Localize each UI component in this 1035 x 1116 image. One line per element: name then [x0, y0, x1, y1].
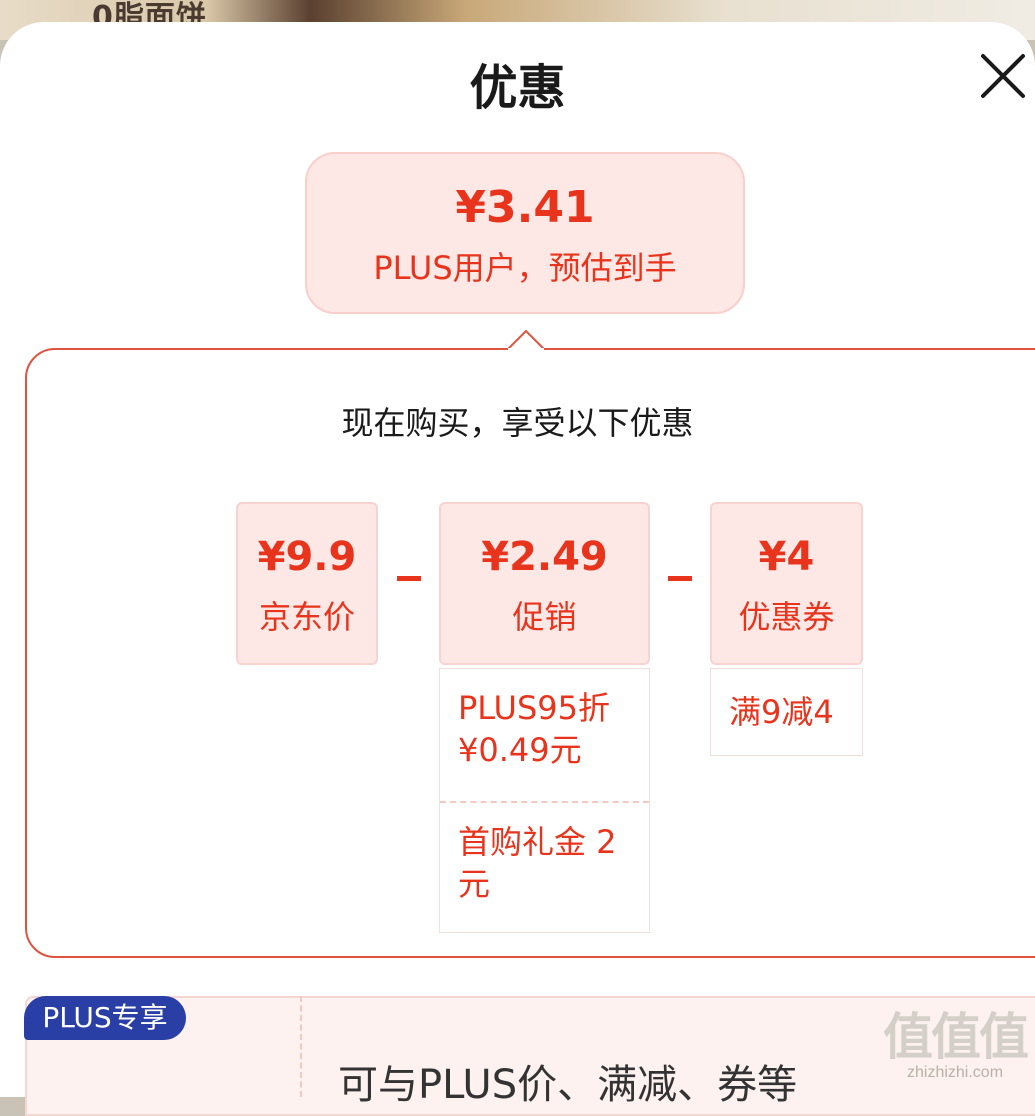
- coupon-amount: ¥4: [758, 534, 815, 580]
- promotion-label: 促销: [512, 598, 577, 636]
- promotion-amount: ¥2.49: [481, 534, 608, 580]
- plus-exclusive-text: 可与PLUS价、满减、券等: [338, 1062, 798, 1108]
- promotion-details: PLUS95折 ¥0.49元 首购礼金 2元: [439, 668, 650, 933]
- detail-divider: [440, 801, 649, 803]
- coupon-detail-item: 满9减4: [729, 693, 834, 731]
- promotion-cell: ¥2.49 促销: [439, 502, 650, 665]
- coupon-label: 优惠券: [738, 598, 835, 636]
- jd-price-label: 京东价: [258, 598, 355, 636]
- watermark-glyphs: 值值值: [883, 1008, 1029, 1066]
- estimated-price: ¥3.41: [455, 182, 595, 233]
- panel-title: 现在购买，享受以下优惠: [341, 404, 694, 442]
- promotion-detail-item: 首购礼金 2元: [458, 823, 617, 903]
- panel-pointer: [508, 329, 544, 350]
- plus-exclusive-section: [25, 996, 1035, 1116]
- plus-exclusive-badge: PLUS专享: [24, 996, 186, 1040]
- close-button[interactable]: [977, 50, 1029, 102]
- estimated-price-label: PLUS用户，预估到手: [373, 249, 677, 287]
- jd-price-cell: ¥9.9 京东价: [236, 502, 378, 665]
- plus-section-divider: [300, 996, 302, 1097]
- site-watermark: 值值值 zhizhizhi.com: [883, 1008, 1029, 1082]
- coupon-details: 满9减4: [710, 668, 863, 756]
- minus-sign: [397, 576, 421, 581]
- sheet-title: 优惠: [469, 60, 566, 116]
- estimated-price-card: ¥3.41 PLUS用户，预估到手: [305, 152, 745, 314]
- coupon-cell: ¥4 优惠券: [710, 502, 863, 665]
- close-icon: [981, 54, 1025, 98]
- minus-sign: [668, 576, 692, 581]
- jd-price-amount: ¥9.9: [257, 534, 357, 580]
- promotion-detail-item: PLUS95折 ¥0.49元: [458, 689, 610, 769]
- watermark-url: zhizhizhi.com: [906, 1064, 1004, 1081]
